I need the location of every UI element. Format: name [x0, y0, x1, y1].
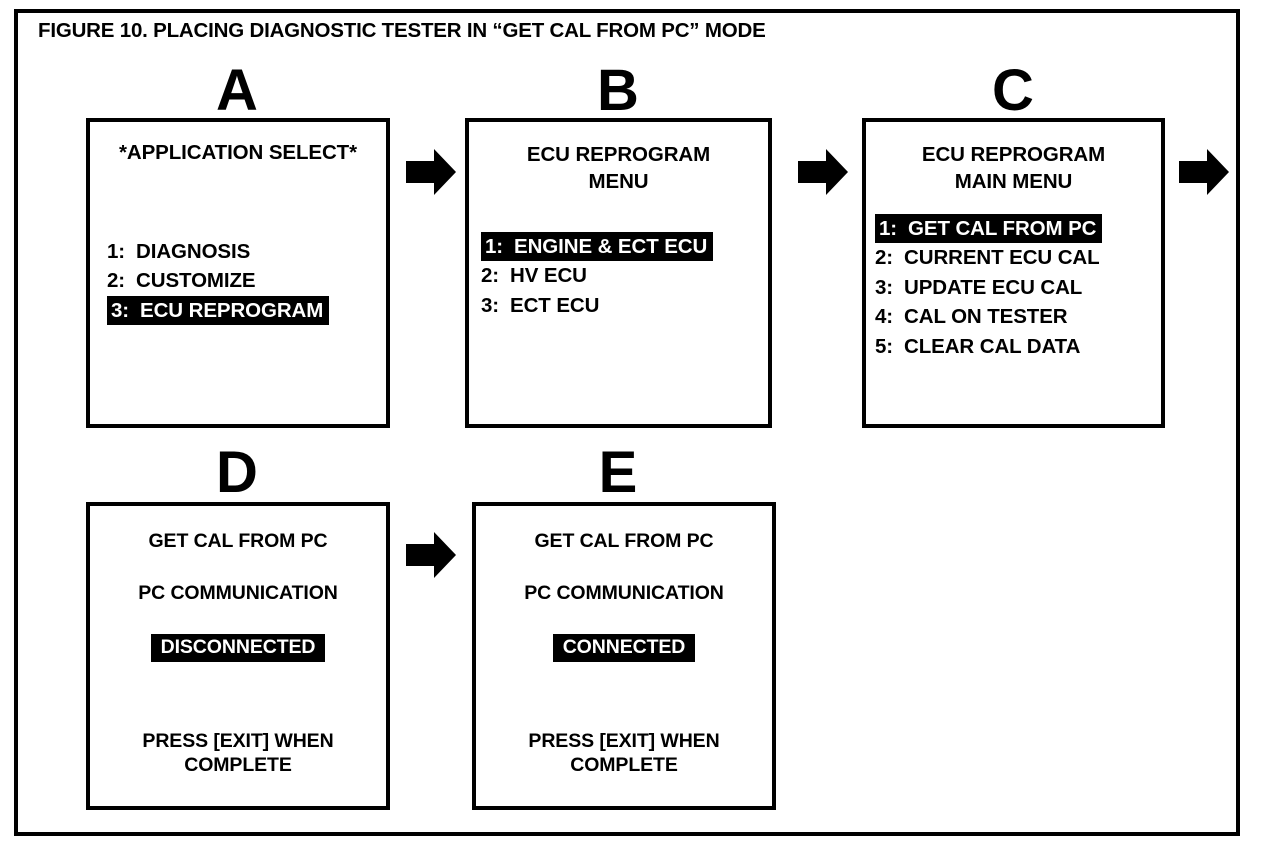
menu-item-get-cal-from-pc[interactable]: 1: GET CAL FROM PC	[875, 214, 1161, 244]
step-letter-a: A	[216, 58, 258, 123]
menu-item-clear-cal-data[interactable]: 5: CLEAR CAL DATA	[875, 332, 1161, 361]
right-arrow-icon	[404, 145, 458, 199]
screen-e-heading: GET CAL FROM PC	[534, 530, 714, 552]
screen-c-title-line2: MAIN MENU	[954, 169, 1073, 193]
status-badge-disconnected: DISCONNECTED	[150, 634, 326, 662]
menu-item-label: DIAGNOSIS	[136, 240, 251, 263]
screen-c-menu-list: 1: GET CAL FROM PC 2: CURRENT ECU CAL 3: UP…	[875, 214, 1161, 361]
menu-item-cal-on-tester[interactable]: 4: CAL ON TESTER	[875, 302, 1161, 331]
menu-item-update-ecu-cal[interactable]: 3: UPDATE ECU CAL	[875, 273, 1161, 302]
screen-d-footer-line2: COMPLETE	[184, 753, 292, 776]
tester-screen-e: GET CAL FROM PC PC COMMUNICATION CONNECT…	[472, 502, 776, 810]
menu-item-diagnosis[interactable]: 1: DIAGNOSIS	[107, 237, 386, 266]
screen-d-footer: PRESS [EXIT] WHEN COMPLETE	[90, 730, 386, 778]
screen-b-title-line1: ECU REPROGRAM	[526, 143, 711, 166]
menu-item-index: 3:	[875, 275, 894, 299]
menu-item-hv-ecu[interactable]: 2: HV ECU	[481, 261, 768, 290]
screen-a-title: *APPLICATION SELECT*	[90, 140, 386, 167]
menu-item-label: UPDATE ECU CAL	[904, 275, 1083, 299]
menu-item-current-ecu-cal[interactable]: 2: CURRENT ECU CAL	[875, 243, 1161, 272]
menu-item-label: ENGINE & ECT ECU	[514, 235, 708, 258]
screen-b-title: ECU REPROGRAM MENU	[469, 142, 768, 195]
tester-screen-b: ECU REPROGRAM MENU 1: ENGINE & ECT ECU 2:…	[465, 118, 772, 428]
menu-item-customize[interactable]: 2: CUSTOMIZE	[107, 266, 386, 295]
menu-item-label: CLEAR CAL DATA	[904, 334, 1081, 358]
menu-item-ect-ecu[interactable]: 3: ECT ECU	[481, 291, 768, 320]
screen-e-footer-line1: PRESS [EXIT] WHEN	[528, 730, 720, 752]
tester-screen-c: ECU REPROGRAM MAIN MENU 1: GET CAL FROM P…	[862, 118, 1165, 428]
status-badge-connected: CONNECTED	[552, 634, 696, 662]
menu-item-label: ECU REPROGRAM	[140, 298, 324, 322]
step-letter-e: E	[598, 440, 638, 505]
menu-item-index: 1:	[485, 235, 504, 258]
step-letter-d: D	[216, 440, 258, 505]
screen-c-title-line1: ECU REPROGRAM	[921, 143, 1106, 166]
menu-item-engine-ect-ecu[interactable]: 1: ENGINE & ECT ECU	[481, 232, 768, 262]
screen-e-status-wrap: CONNECTED	[476, 634, 772, 662]
screen-e-subheading: PC COMMUNICATION	[524, 582, 724, 604]
step-letter-b: B	[597, 58, 639, 123]
screen-d-status-wrap: DISCONNECTED	[90, 634, 386, 662]
menu-item-label: CAL ON TESTER	[904, 305, 1068, 329]
menu-item-index: 5:	[875, 334, 894, 358]
menu-item-index: 3:	[481, 293, 500, 317]
menu-item-index: 2:	[481, 264, 500, 288]
menu-item-label: HV ECU	[510, 264, 587, 288]
menu-item-label: GET CAL FROM PC	[908, 217, 1097, 240]
menu-item-label: CUSTOMIZE	[136, 269, 256, 293]
right-arrow-icon	[1177, 145, 1231, 199]
right-arrow-icon	[404, 528, 458, 582]
menu-item-index: 3:	[111, 298, 130, 322]
menu-item-index: 2:	[875, 246, 894, 270]
screen-b-title-line2: MENU	[588, 169, 649, 193]
screen-d-heading: GET CAL FROM PC	[148, 530, 328, 552]
menu-item-index: 1:	[879, 217, 898, 240]
menu-item-index: 4:	[875, 305, 894, 329]
screen-d-footer-line1: PRESS [EXIT] WHEN	[142, 730, 334, 752]
figure-caption: FIGURE 10. PLACING DIAGNOSTIC TESTER IN …	[38, 19, 766, 42]
step-letter-c: C	[992, 58, 1034, 123]
tester-screen-a: *APPLICATION SELECT* 1: DIAGNOSIS 2: CUSTO…	[86, 118, 390, 428]
menu-item-ecu-reprogram[interactable]: 3: ECU REPROGRAM	[107, 295, 386, 326]
screen-a-title-line1: *APPLICATION SELECT*	[119, 141, 357, 164]
screen-e-footer-line2: COMPLETE	[570, 753, 678, 776]
screen-a-menu-list: 1: DIAGNOSIS 2: CUSTOMIZE 3: ECU REPROGRAM	[107, 237, 386, 326]
screen-e-footer: PRESS [EXIT] WHEN COMPLETE	[476, 730, 772, 778]
right-arrow-icon	[796, 145, 850, 199]
screen-b-menu-list: 1: ENGINE & ECT ECU 2: HV ECU 3: ECT ECU	[481, 232, 768, 320]
screen-c-title: ECU REPROGRAM MAIN MENU	[866, 142, 1161, 195]
menu-item-index: 1:	[107, 240, 126, 263]
tester-screen-d: GET CAL FROM PC PC COMMUNICATION DISCONN…	[86, 502, 390, 810]
menu-item-label: CURRENT ECU CAL	[904, 246, 1100, 270]
menu-item-label: ECT ECU	[510, 293, 600, 317]
screen-d-subheading: PC COMMUNICATION	[138, 582, 338, 604]
menu-item-index: 2:	[107, 269, 126, 293]
